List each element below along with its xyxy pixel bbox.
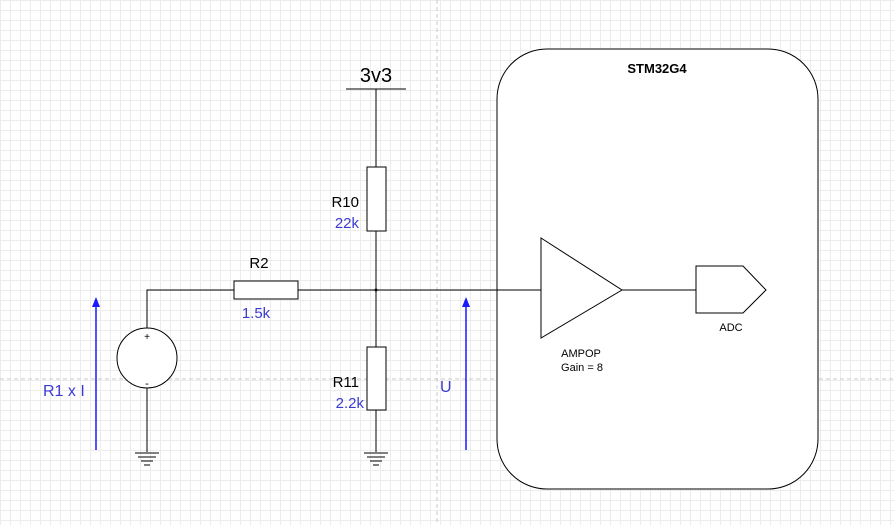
voltage-source-body <box>116 327 178 389</box>
adc-block[interactable]: ADC <box>695 265 767 334</box>
source-voltage-label: R1 x I <box>43 383 85 400</box>
u-voltage-arrow-icon <box>462 297 470 450</box>
voltage-source[interactable]: + - <box>116 327 178 390</box>
r11-value: 2.2k <box>336 395 365 412</box>
r2-value: 1.5k <box>242 305 271 322</box>
r11-body <box>366 346 387 411</box>
r10-body <box>366 166 387 232</box>
ground-divider-icon <box>364 452 388 466</box>
r10-value: 22k <box>335 215 360 232</box>
source-to-r2-wire <box>146 289 234 328</box>
opamp[interactable]: AMPOP Gain = 8 <box>540 237 623 374</box>
supply-label: 3v3 <box>360 65 392 87</box>
resistor-r2[interactable]: R2 1.5k <box>233 255 299 322</box>
node-junction <box>374 288 378 292</box>
mcu-label: STM32G4 <box>627 61 687 76</box>
source-plus-sign: + <box>144 332 150 343</box>
wires <box>146 88 696 452</box>
source-voltage-arrow-icon <box>92 297 100 450</box>
r2-name: R2 <box>249 255 268 272</box>
r2-body <box>233 280 299 300</box>
opamp-name: AMPOP <box>561 348 601 360</box>
opamp-gain: Gain = 8 <box>561 362 603 374</box>
u-voltage-label: U <box>440 379 452 396</box>
ground-source-icon <box>135 452 159 466</box>
source-minus-sign: - <box>145 378 149 390</box>
r10-name: R10 <box>331 194 359 211</box>
adc-label: ADC <box>719 322 742 334</box>
resistor-r10[interactable]: R10 22k <box>331 166 387 232</box>
opamp-triangle-icon <box>540 237 623 339</box>
r11-name: R11 <box>333 374 359 391</box>
mcu-block[interactable] <box>496 48 819 490</box>
adc-shape-icon <box>695 265 767 314</box>
resistor-r11[interactable]: R11 2.2k <box>333 346 387 412</box>
